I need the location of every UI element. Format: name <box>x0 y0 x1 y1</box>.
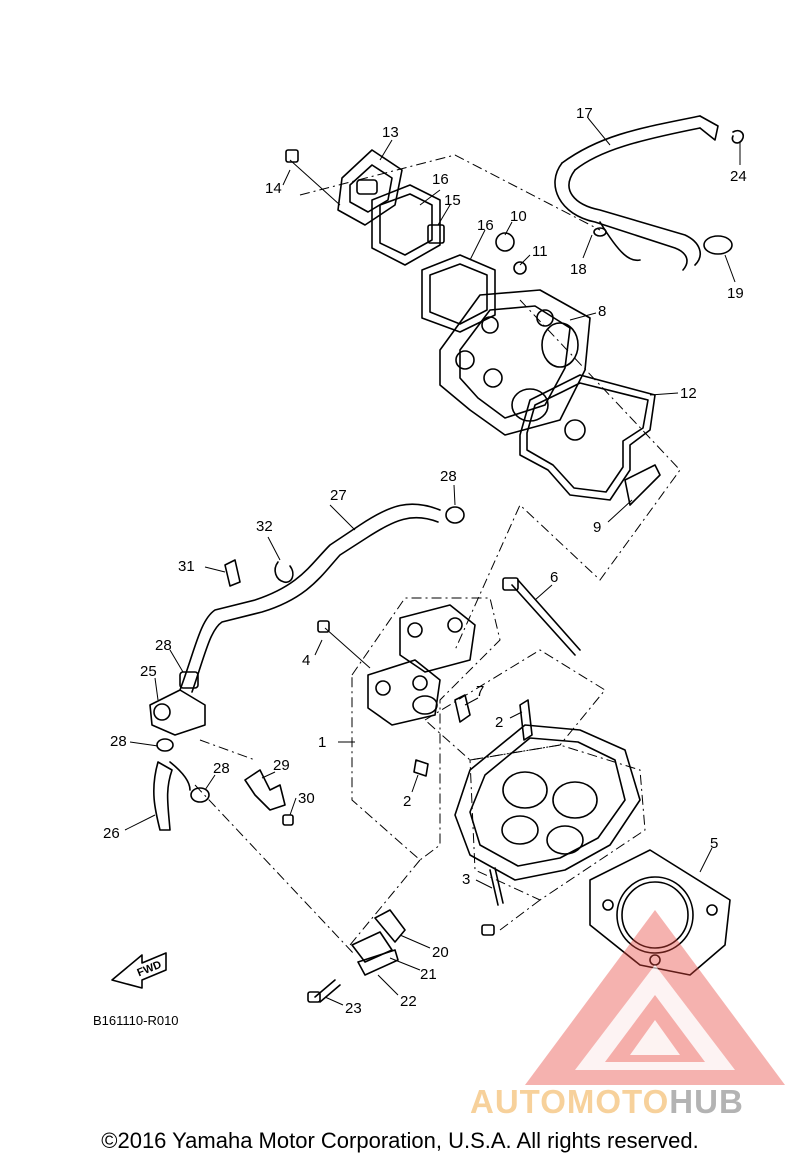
callout-13: 13 <box>382 124 399 141</box>
callout-7: 7 <box>476 683 484 700</box>
callout-2-upper: 2 <box>495 714 503 731</box>
callout-12: 12 <box>680 385 697 402</box>
callout-10: 10 <box>510 208 527 225</box>
watermark-triangle-logo <box>525 910 785 1085</box>
cylinder-head <box>413 694 641 906</box>
callout-32: 32 <box>256 518 273 535</box>
breather-hose <box>554 115 745 271</box>
copyright-notice: ©2016 Yamaha Motor Corporation, U.S.A. A… <box>101 1128 699 1153</box>
chain-tensioner <box>307 909 495 1003</box>
callout-28-valve: 28 <box>155 637 172 654</box>
callout-28-hose: 28 <box>440 468 457 485</box>
callout-6: 6 <box>550 569 558 586</box>
callout-26: 26 <box>103 825 120 842</box>
cover-and-gaskets <box>285 149 496 333</box>
callout-30: 30 <box>298 790 315 807</box>
callout-24: 24 <box>730 168 747 185</box>
callout-9: 9 <box>593 519 601 536</box>
callout-numbers: 1 2 2 3 4 5 6 7 8 9 10 11 12 13 14 15 16… <box>103 105 747 1017</box>
callout-15: 15 <box>444 192 461 209</box>
automotohub-watermark: AUTOMOTOHUB <box>470 910 785 1120</box>
callout-20: 20 <box>432 944 449 961</box>
callout-3: 3 <box>462 871 470 888</box>
callout-11: 11 <box>532 243 548 260</box>
callout-19: 19 <box>727 285 744 302</box>
camshaft-caps <box>317 604 476 726</box>
assembly-boundary-lines <box>194 154 681 956</box>
callout-14: 14 <box>265 180 282 197</box>
callout-16-lower: 16 <box>477 217 494 234</box>
callout-2-lower: 2 <box>403 793 411 810</box>
callout-leaders <box>124 117 741 1006</box>
callout-21: 21 <box>420 966 437 983</box>
callout-31: 31 <box>178 558 195 575</box>
head-gasket <box>589 849 731 976</box>
callout-29: 29 <box>273 757 290 774</box>
air-induction-system <box>149 503 465 831</box>
callout-25: 25 <box>140 663 157 680</box>
callout-4: 4 <box>302 652 310 669</box>
watermark-text: AUTOMOTOHUB <box>470 1083 744 1120</box>
callout-8: 8 <box>598 303 606 320</box>
long-bolt <box>502 577 581 656</box>
callout-5: 5 <box>710 835 718 852</box>
callout-18: 18 <box>570 261 587 278</box>
drawing-code: B161110-R010 <box>93 1013 179 1028</box>
callout-28-bottom: 28 <box>213 760 230 777</box>
callout-16-upper: 16 <box>432 171 449 188</box>
callout-27: 27 <box>330 487 347 504</box>
callout-1: 1 <box>318 734 326 751</box>
valve-cover <box>439 232 661 506</box>
callout-22: 22 <box>400 993 417 1010</box>
callout-23: 23 <box>345 1000 362 1017</box>
fwd-arrow: FWD <box>111 952 167 989</box>
callout-17: 17 <box>576 105 593 122</box>
callout-28-left: 28 <box>110 733 127 750</box>
